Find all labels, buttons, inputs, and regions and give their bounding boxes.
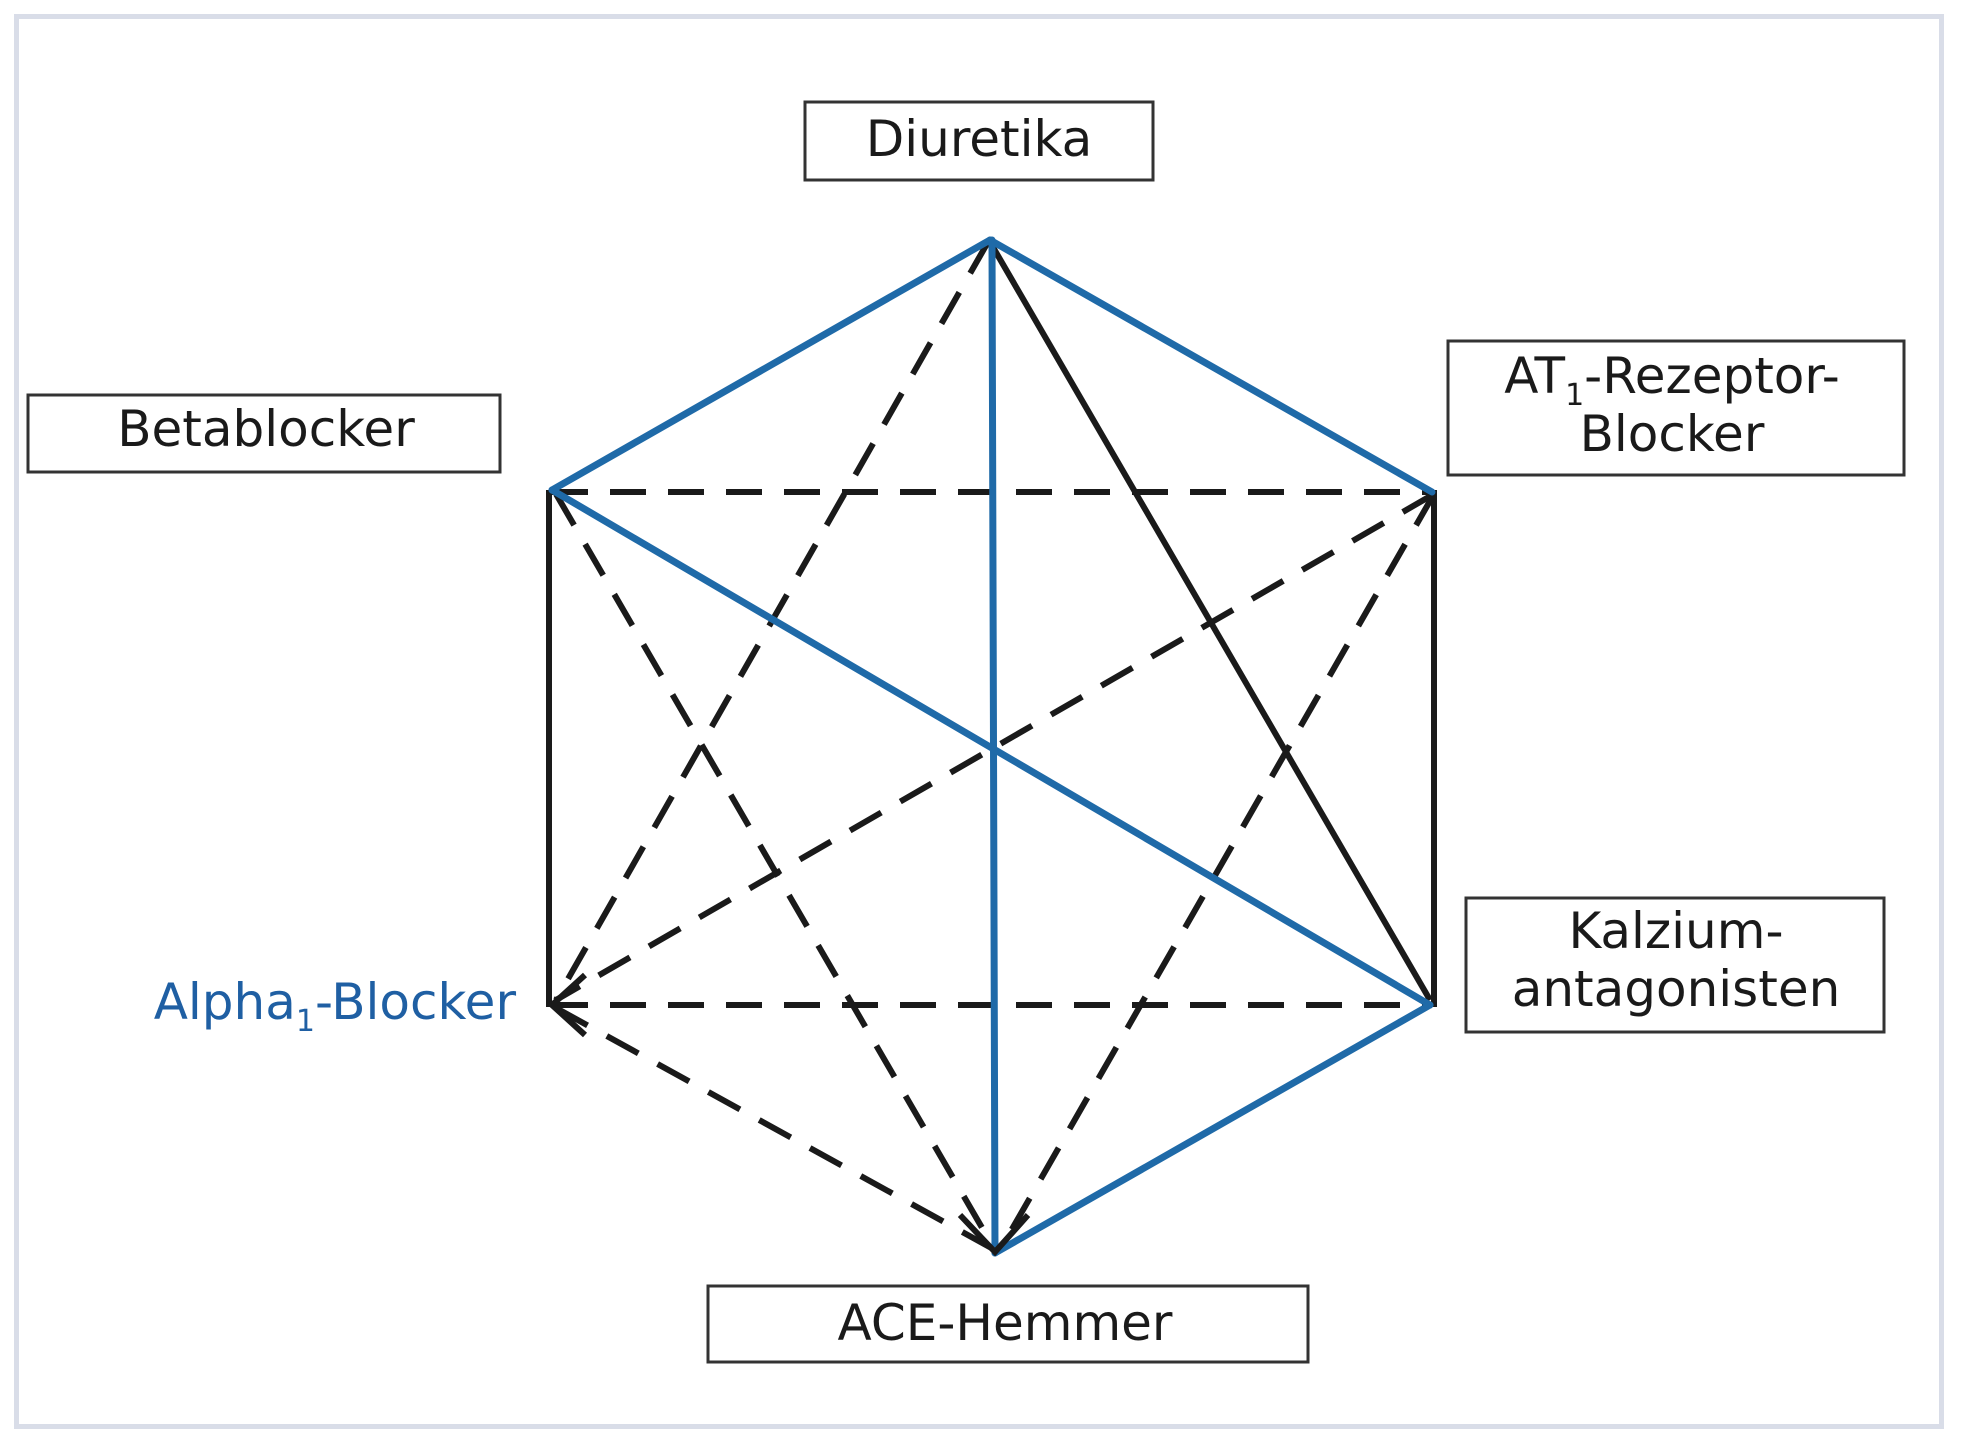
blue-edges bbox=[548, 236, 1436, 1257]
kalzium-label-line2: antagonisten bbox=[1512, 960, 1841, 1018]
ace-label: ACE-Hemmer bbox=[838, 1294, 1173, 1352]
arrowhead-ace bbox=[957, 1212, 1031, 1257]
diuretika-box bbox=[803, 100, 1155, 182]
kalzium-label-line1: Kalzium- bbox=[1568, 902, 1783, 960]
at1-subscript: 1 bbox=[1565, 378, 1584, 413]
at1-rest: -Rezeptor- bbox=[1584, 347, 1840, 405]
alpha1-rest: -Blocker bbox=[315, 973, 516, 1031]
edge-diuretika-kalzium bbox=[987, 240, 1433, 1002]
kalzium-box bbox=[1464, 896, 1886, 1034]
at1-label-line1: AT1-Rezeptor- bbox=[1504, 347, 1840, 413]
solid-black-edges bbox=[546, 240, 1437, 1007]
node-kalziumantagonisten: Kalzium- antagonisten bbox=[1464, 896, 1886, 1034]
alpha1-main: Alpha bbox=[154, 973, 296, 1031]
alpha1-label: Alpha1-Blocker bbox=[154, 973, 517, 1039]
betablocker-label: Betablocker bbox=[117, 400, 415, 458]
ace-box bbox=[706, 1284, 1310, 1364]
edge-diuretika-betablocker bbox=[548, 236, 994, 494]
node-at1-rezeptor-blocker: AT1-Rezeptor- Blocker bbox=[1446, 339, 1906, 477]
node-ace-hemmer: ACE-Hemmer bbox=[706, 1284, 1310, 1364]
edge-diuretika-at1 bbox=[986, 236, 1436, 496]
edge-alpha1-ace bbox=[554, 1005, 997, 1253]
at1-main: AT bbox=[1504, 347, 1565, 405]
node-alpha1-blocker: Alpha1-Blocker bbox=[154, 973, 517, 1039]
edge-at1-ace bbox=[997, 492, 1437, 1252]
edge-at1-alpha1 bbox=[554, 491, 1436, 1003]
alpha1-subscript: 1 bbox=[296, 1004, 315, 1039]
at1-box bbox=[1446, 339, 1906, 477]
betablocker-box bbox=[26, 393, 502, 474]
node-betablocker: Betablocker bbox=[26, 393, 502, 474]
node-diuretika: Diuretika bbox=[803, 100, 1155, 182]
edge-kalzium-ace bbox=[991, 1001, 1434, 1257]
diuretika-label: Diuretika bbox=[866, 110, 1093, 168]
arrowhead-alpha1 bbox=[547, 972, 588, 1038]
at1-label-line2: Blocker bbox=[1580, 405, 1765, 463]
arrowheads bbox=[547, 972, 1031, 1257]
edge-betablocker-kalzium bbox=[548, 486, 1434, 1009]
